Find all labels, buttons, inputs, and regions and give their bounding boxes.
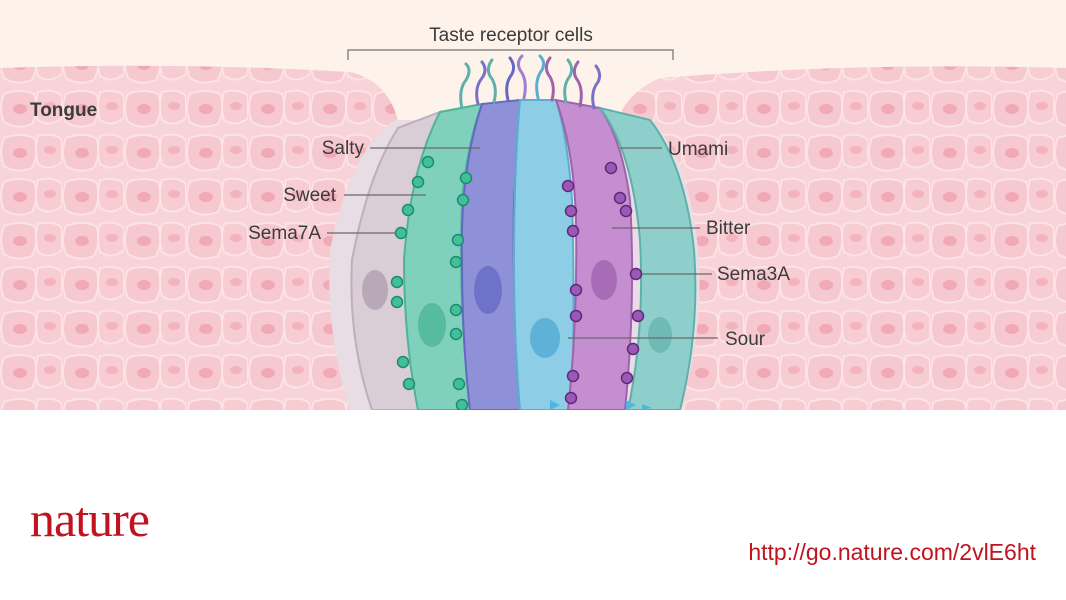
blue-cell bbox=[460, 98, 522, 410]
bitter-cell bbox=[554, 98, 634, 410]
label-bitter: Bitter bbox=[706, 218, 751, 239]
sema7a-dots bbox=[390, 155, 473, 410]
label-sour: Sour bbox=[725, 329, 766, 350]
sour-cell bbox=[512, 99, 575, 410]
title-bracket bbox=[347, 49, 674, 60]
taste-bud bbox=[329, 54, 700, 410]
label-salty: Salty bbox=[322, 138, 365, 159]
tongue-tissue bbox=[0, 65, 1066, 410]
label-sema3a: Sema3A bbox=[717, 264, 790, 285]
source-link[interactable]: http://go.nature.com/2vlE6ht bbox=[748, 539, 1036, 565]
leader-lines bbox=[327, 147, 718, 339]
label-umami: Umami bbox=[668, 139, 728, 160]
sema3a-dots bbox=[561, 161, 645, 405]
taste-bud-figure: Taste receptor cells Tongue Salty Sweet … bbox=[0, 0, 1066, 410]
label-sema7a: Sema7A bbox=[248, 223, 321, 244]
label-sweet: Sweet bbox=[283, 185, 337, 206]
microvilli bbox=[459, 54, 602, 110]
figure-title: Taste receptor cells bbox=[429, 25, 593, 46]
tongue-label: Tongue bbox=[30, 100, 97, 121]
nature-logo: nature bbox=[30, 491, 150, 547]
